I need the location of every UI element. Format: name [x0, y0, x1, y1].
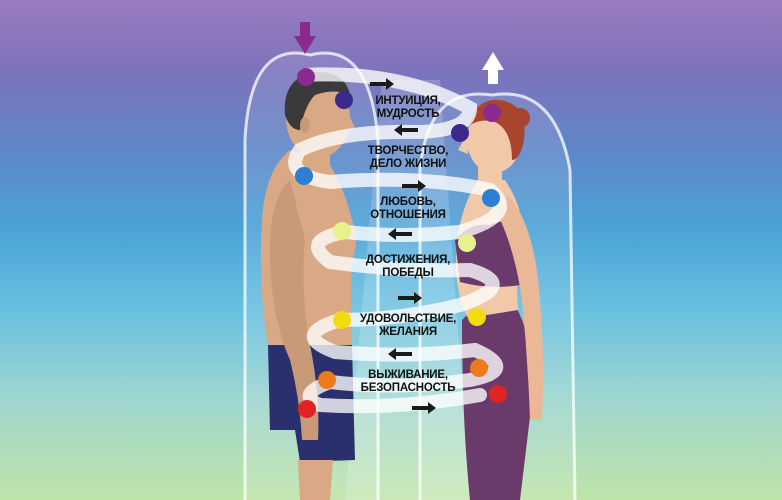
male-root-chakra: [298, 400, 316, 418]
flow-arrow-icon: [394, 124, 418, 136]
female-arm: [498, 195, 544, 420]
male-hair: [284, 71, 350, 130]
female-sacral-chakra: [470, 359, 488, 377]
label-pleasure: УДОВОЛЬСТВИЕ, ЖЕЛАНИЯ: [359, 313, 457, 338]
female-root-chakra: [489, 385, 507, 403]
label-love: ЛЮБОВЬ, ОТНОШЕНИЯ: [370, 196, 446, 221]
male-third-eye-chakra: [335, 91, 353, 109]
female-heart-chakra: [458, 234, 476, 252]
male-leg: [298, 460, 333, 500]
male-sacral-chakra: [318, 371, 336, 389]
ribbon-middle: [311, 183, 507, 312]
flow-arrow-icon: [370, 78, 394, 90]
male-heart-chakra: [333, 222, 351, 240]
flow-arrows: [370, 78, 436, 414]
label-achievements: ДОСТИЖЕНИЯ, ПОБЕДЫ: [365, 254, 451, 279]
label-intuition: ИНТУИЦИЯ, МУДРОСТЬ: [375, 95, 441, 120]
male-solar-plexus-chakra: [333, 311, 351, 329]
female-hair-bun: [510, 108, 530, 128]
flow-arrow-icon: [388, 228, 412, 240]
ribbon-upper: [288, 67, 497, 197]
male-throat-chakra: [295, 167, 313, 185]
label-creativity: ТВОРЧЕСТВО, ДЕЛО ЖИЗНИ: [367, 145, 449, 170]
up-arrow-icon: [482, 52, 504, 84]
down-arrow-icon: [294, 22, 316, 54]
male-arm: [269, 180, 319, 440]
flow-arrow-icon: [402, 180, 426, 192]
label-survival: ВЫЖИВАНИЕ, БЕЗОПАСНОСТЬ: [360, 369, 456, 394]
flow-arrow-icon: [412, 402, 436, 414]
flow-arrow-icon: [388, 348, 412, 360]
female-third-eye-chakra: [451, 124, 469, 142]
female-solar-plexus-chakra: [468, 308, 486, 326]
female-throat-chakra: [482, 189, 500, 207]
male-crown-chakra: [297, 68, 315, 86]
female-crown-chakra: [483, 104, 501, 122]
flow-arrow-icon: [398, 292, 422, 304]
